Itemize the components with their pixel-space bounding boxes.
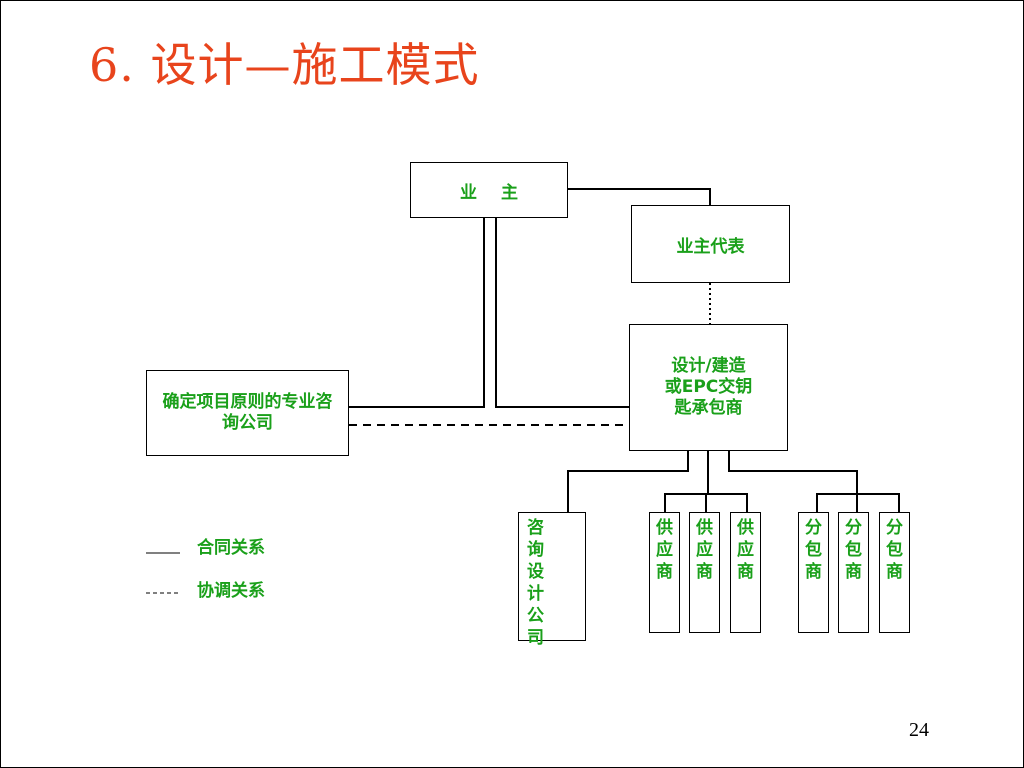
owner-to-consult-line (349, 218, 485, 408)
supplier-label-3: 供应商 (737, 518, 754, 582)
supplier-label-1: 供应商 (656, 518, 673, 582)
page-number: 24 (909, 719, 929, 741)
consult-firm-label: 确定项目原则的专业咨询公司 (162, 392, 333, 433)
contractor-to-design-line (567, 451, 689, 512)
legend-coord-label: 协调关系 (197, 581, 265, 601)
legend-contract-label: 合同关系 (197, 538, 265, 558)
contractor-to-subs-line (728, 451, 858, 494)
contractor-box: 设计/建造或EPC交钥匙承包商 (629, 324, 788, 451)
supplier-label-2: 供应商 (696, 518, 713, 582)
supplier-box-2: 供应商 (689, 512, 720, 633)
slide-title: 6. 设计—施工模式 (89, 38, 480, 92)
owner-rep-label: 业主代表 (676, 236, 745, 257)
supplier-box-1: 供应商 (649, 512, 680, 633)
owner-rep-box: 业主代表 (631, 205, 790, 283)
design-consult-box: 咨询设计公司 (518, 512, 586, 648)
subcontractor-label-3: 分包商 (886, 518, 903, 582)
owner-to-contractor-line (495, 218, 629, 408)
design-consult-label: 咨询设计公司 (527, 518, 560, 648)
subcontractor-label-2: 分包商 (845, 518, 862, 582)
contractor-label: 设计/建造或EPC交钥匙承包商 (664, 356, 753, 418)
subcontractor-box-3: 分包商 (879, 512, 910, 633)
owner-label: 业主 (460, 182, 542, 203)
subcontractor-box-1: 分包商 (798, 512, 829, 633)
subcontractor-box-2: 分包商 (838, 512, 869, 633)
subcontractor-label-1: 分包商 (805, 518, 822, 582)
supplier-box-3: 供应商 (730, 512, 761, 633)
owner-box: 业主 (410, 162, 568, 218)
owner-to-rep-line (568, 188, 711, 205)
consult-firm-box: 确定项目原则的专业咨询公司 (146, 370, 349, 456)
